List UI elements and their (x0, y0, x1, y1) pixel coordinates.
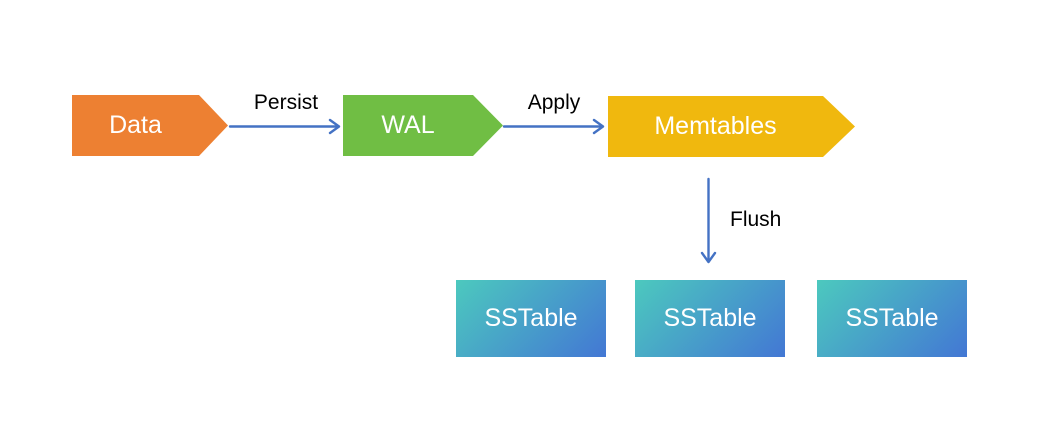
node-memtables-label: Memtables (654, 112, 777, 140)
node-sstable-1-label: SSTable (484, 304, 578, 332)
node-sstable-3: SSTable (817, 280, 967, 357)
node-data: Data (72, 95, 228, 156)
flush-arrow-icon (700, 177, 717, 264)
node-wal-label: WAL (381, 111, 435, 139)
node-memtables: Memtables (608, 96, 855, 157)
persist-arrow-icon (228, 118, 341, 135)
node-sstable-2-label: SSTable (663, 304, 757, 332)
node-data-label: Data (109, 111, 162, 139)
apply-arrow-icon (502, 118, 605, 135)
node-wal: WAL (343, 95, 503, 156)
node-sstable-2: SSTable (635, 280, 785, 357)
apply-label: Apply (527, 91, 581, 114)
node-sstable-3-label: SSTable (845, 304, 939, 332)
node-sstable-1: SSTable (456, 280, 606, 357)
persist-label: Persist (253, 91, 319, 114)
flush-label: Flush (730, 208, 782, 231)
